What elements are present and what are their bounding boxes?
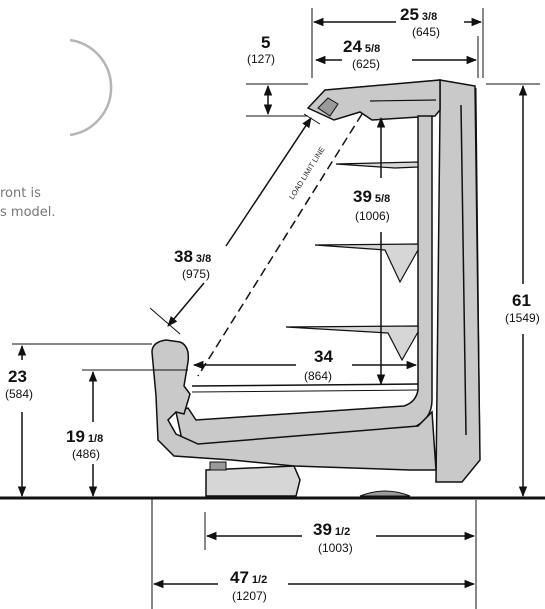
dim-base-depth-metric: (1003) [318,541,353,555]
base-foot [359,490,411,497]
shelf-2 [314,243,419,284]
back-wall [435,79,481,483]
shelves [285,161,419,362]
dim-front-height-metric: (584) [5,387,33,401]
canopy [306,79,441,121]
dim-deck-depth-metric: (864) [304,369,332,383]
shelf-3 [285,325,419,362]
dim-shelf-height-metric: (1006) [355,209,390,223]
dim-top-offset: 5 [261,33,270,52]
back-wall-edge [475,87,481,456]
deck-bottom [191,389,419,393]
shelf-1 [335,161,419,169]
dim-overall-depth-top-metric: (645) [412,25,440,39]
dim-front-height: 23 [8,367,27,386]
dim-overall-height: 61 [512,291,531,310]
canopy-light [317,97,339,117]
section-marker-circle [69,38,113,137]
load-limit-line [197,113,363,377]
deck-top [191,383,419,387]
note-line-1: ront is [0,186,41,201]
back-wall-slot [460,104,467,436]
load-limit-label: LOAD LIMIT LINE [287,145,327,201]
dim-inner-depth-top-metric: (625) [352,57,380,71]
display-case-profile [151,79,481,497]
dim-overall-height-metric: (1549) [505,311,540,325]
dim-top-offset-metric: (127) [247,52,275,66]
front-bumper [151,339,437,471]
note-line-2: s model. [0,205,56,220]
drain-fitting [209,461,227,471]
dim-deck-height-metric: (486) [72,447,100,461]
dim-deck-depth: 34 [314,347,333,366]
dim-diagonal-opening-metric: (975) [182,267,210,281]
dim-overall-depth-bottom-metric: (1207) [232,589,267,603]
base-skirt [205,465,301,497]
canopy-lip [369,99,437,102]
